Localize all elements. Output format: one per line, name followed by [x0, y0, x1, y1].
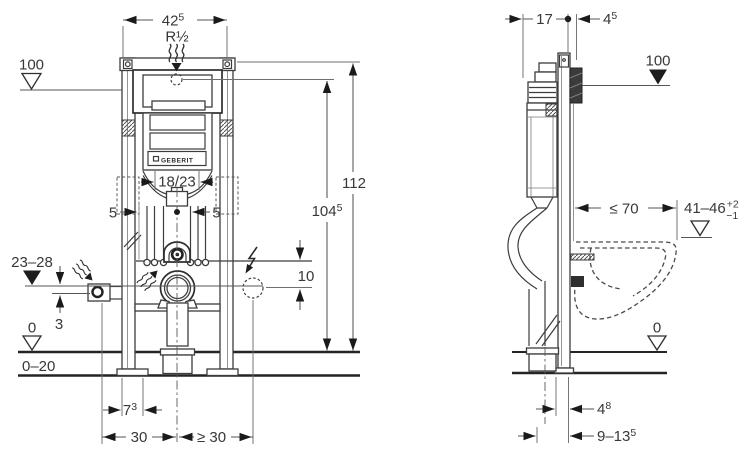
dim-offset-5-left: 5 [109, 205, 137, 222]
drain-outlet-socket [528, 353, 557, 372]
rail-fixing-pad [219, 119, 234, 137]
dim-plate-offset-label: 45 [603, 10, 617, 28]
dim-outlet-gap-label: 3 [55, 316, 63, 333]
dim-frame-width: 425 [122, 11, 228, 57]
dim-height-total: 112 [237, 61, 366, 351]
datum-triangle [689, 220, 711, 237]
dim-foot-width-label: 73 [123, 401, 137, 419]
water-supply-squiggle-icon [71, 259, 93, 281]
dim-height-supply-label: 1045 [312, 202, 343, 220]
datum-triangle [649, 69, 667, 85]
water-supply-point [170, 73, 183, 86]
water-supply-squiggle-icon [168, 43, 185, 72]
datum-100-left-label: 100 [19, 57, 44, 74]
dim-outlet-gap: 3 [55, 266, 65, 333]
datum-100-right: 100 [582, 53, 671, 87]
electrical-box-outline [242, 277, 264, 299]
dim-flush-bend-label: 18/23 [158, 174, 196, 191]
dim-bowl-length: ≤ 70 [575, 199, 678, 240]
datum-0-right-label: 0 [653, 320, 661, 337]
dim-clearance-right-label: ≥ 30 [197, 429, 226, 446]
electrical-lightning-icon [245, 246, 258, 274]
datum-100-left: 100 [19, 57, 122, 91]
datum-100-right-label: 100 [645, 53, 670, 70]
dim-offset-left-label: 5 [109, 205, 117, 222]
logo-mark [152, 155, 160, 162]
dim-wall-distance: 9–135 [518, 427, 636, 445]
datum-0-left: 0 [21, 320, 43, 352]
fixing-nut [571, 276, 584, 287]
actuator-opening [132, 69, 223, 114]
side-view: 17 45 100 ≤ 70 41–46+2−1 0 [505, 10, 739, 445]
side-foot [553, 367, 575, 374]
mounting-rod [570, 253, 595, 261]
dim-plate-offset: 45 [576, 10, 617, 60]
left-foot [116, 368, 149, 377]
wc-bowl-outline [574, 241, 677, 320]
flush-pipes [136, 203, 312, 267]
dim-outlet-height: 23–28 [11, 254, 53, 285]
dim-height-total-label: 112 [342, 175, 366, 192]
dim-reference-dot [564, 15, 572, 23]
front-view: GEBERIT [11, 11, 366, 446]
datum-0-left-label: 0 [28, 320, 36, 337]
right-foot [206, 368, 239, 377]
cistern: GEBERIT [142, 112, 213, 207]
dim-seat-height: 41–46+2−1 [681, 199, 739, 239]
drain-outlet-lip [159, 348, 196, 356]
dim-offset-right-label: 5 [212, 205, 220, 222]
dim-frame-width-label: 425 [162, 12, 185, 30]
dim-clearances: 30 ≥ 30 [101, 300, 254, 446]
dim-foot-width: 73 [103, 378, 162, 419]
drain-pipe [166, 302, 189, 347]
center-bolt-dot [174, 209, 180, 215]
datum-triangle [20, 72, 43, 91]
dim-offset-5-right: 5 [192, 205, 221, 222]
side-rail [557, 52, 571, 369]
flush-valve [545, 103, 558, 117]
datum-triangle [646, 335, 668, 352]
dim-clearance-left-label: 30 [131, 429, 148, 446]
dim-flush-bend: 18/23 [141, 171, 213, 191]
cistern-side [526, 62, 558, 209]
dim-electrical-height-label: 10 [298, 268, 315, 285]
dim-height-supply: 1045 [183, 79, 343, 351]
datum-triangle [21, 335, 43, 352]
water-supply-squiggle-icon [136, 270, 158, 292]
dim-frame-depth: 17 [505, 10, 572, 78]
brand-logo-text: GEBERIT [161, 158, 193, 165]
dim-frame-depth-label: 17 [536, 11, 553, 28]
dim-bowl-length-label: ≤ 70 [609, 201, 638, 218]
side-pipes [507, 207, 561, 372]
rail-fixing-pad [121, 119, 136, 137]
dim-outlet-height-label: 23–28 [11, 254, 53, 271]
dim-pipe-offset-label: 48 [597, 400, 611, 418]
dim-pipe-offset: 48 [536, 377, 611, 443]
wall-plate [569, 67, 583, 104]
datum-0-right: 0 [646, 320, 668, 352]
wall-anchor-bracket [87, 283, 122, 302]
dim-seat-height-label: 41–46+2−1 [684, 199, 739, 223]
drain-outlet-lip [525, 347, 560, 355]
logo-plate [147, 150, 207, 167]
dim-electrical-height: 10 [266, 240, 314, 310]
dim-floor-buildup-label: 0–20 [22, 358, 55, 375]
drain-outlet-socket [162, 354, 193, 375]
drain-assembly [157, 270, 198, 375]
dim-wall-distance-label: 9–135 [597, 427, 636, 445]
dim-supply-thread-label: R½ [165, 29, 189, 46]
bracket-zone-right [215, 176, 239, 215]
